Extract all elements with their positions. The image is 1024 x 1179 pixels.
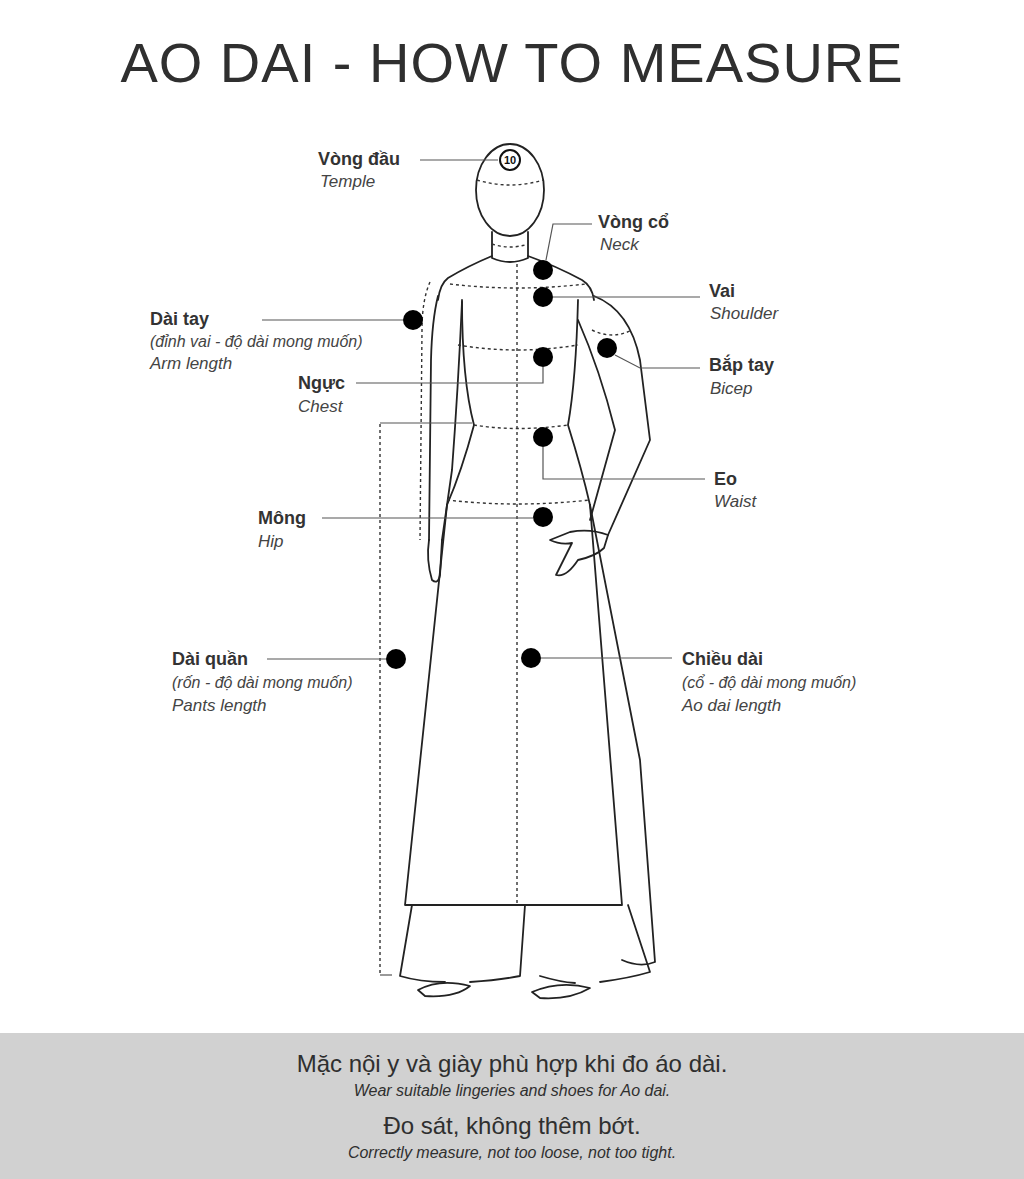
title: AO DAI - HOW TO MEASURE bbox=[0, 28, 1024, 98]
label-vietnamese: Vai bbox=[709, 280, 735, 302]
label-vietnamese: Dài quần bbox=[172, 648, 248, 670]
node-text: Đo sát, không thêm bớt. bbox=[0, 1111, 1024, 1141]
label-vietnamese: Vòng đầu bbox=[318, 148, 400, 170]
label-note: (cổ - độ dài mong muốn) bbox=[682, 672, 856, 693]
label-vietnamese: Chiều dài bbox=[682, 648, 763, 670]
node-text: 10 bbox=[504, 155, 516, 166]
label-english: Hip bbox=[258, 531, 284, 552]
label-english: Pants length bbox=[172, 695, 267, 716]
label-english: Bicep bbox=[710, 378, 753, 399]
label-note: (rốn - độ dài mong muốn) bbox=[172, 672, 353, 693]
label-vietnamese: Dài tay bbox=[150, 308, 209, 330]
label-english: Neck bbox=[600, 234, 639, 255]
callout-circle: 10 bbox=[499, 149, 521, 171]
label-vietnamese: Bắp tay bbox=[709, 354, 774, 376]
label-english: Temple bbox=[320, 171, 375, 192]
label-note: (đỉnh vai - độ dài mong muốn) bbox=[150, 331, 363, 352]
label-english: Arm length bbox=[150, 353, 232, 374]
label-english: Waist bbox=[714, 491, 756, 512]
label-vietnamese: Ngực bbox=[298, 372, 345, 394]
label-vietnamese: Eo bbox=[714, 468, 737, 490]
label-english: Shoulder bbox=[710, 303, 778, 324]
node-text: Mặc nội y và giày phù hợp khi đo áo dài. bbox=[0, 1049, 1024, 1079]
node-text: Correctly measure, not too loose, not to… bbox=[0, 1143, 1024, 1163]
label-english: Ao dai length bbox=[682, 695, 781, 716]
label-vietnamese: Vòng cổ bbox=[598, 211, 669, 233]
footer-band: Mặc nội y và giày phù hợp khi đo áo dài.… bbox=[0, 1033, 1024, 1179]
node-text: Wear suitable lingeries and shoes for Ao… bbox=[0, 1081, 1024, 1101]
label-english: Chest bbox=[298, 396, 342, 417]
label-vietnamese: Mông bbox=[258, 507, 306, 529]
